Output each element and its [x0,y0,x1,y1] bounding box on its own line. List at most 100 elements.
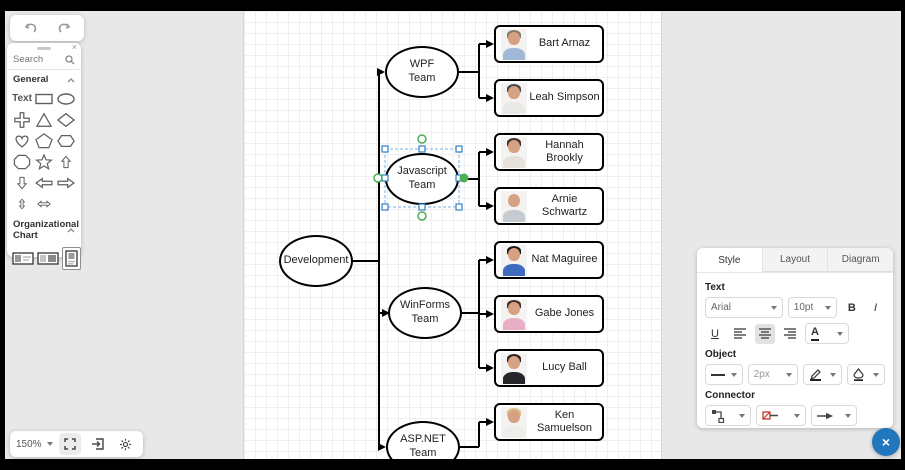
person-name: Gabe Jones [534,307,595,320]
align-left-button[interactable] [730,324,750,344]
connection-points [373,134,469,221]
line-style-dropdown[interactable] [705,364,743,385]
node-development[interactable]: Development [279,235,353,287]
person-name: Hannah Brookly [545,138,584,164]
node-label: Development [283,254,349,267]
general-shapes-grid: Text [7,88,81,215]
org-item-horizontal-icon[interactable] [12,252,34,265]
card-lucy-ball[interactable]: Lucy Ball [494,349,604,387]
card-arnie-schwartz[interactable]: Arnie Schwartz [494,187,604,225]
search-row [7,52,81,70]
tab-label: Style [718,254,741,266]
bold-button[interactable]: B [847,301,856,314]
shape-hexagon-icon[interactable] [56,132,76,150]
chevron-down-icon [794,413,800,418]
shape-arrow-vertical-icon[interactable] [12,195,32,213]
text-section-label: Text [705,282,725,293]
shape-arrow-down-icon[interactable] [12,174,32,192]
person-photo [501,244,527,276]
zoom-level-dropdown[interactable]: 150% [16,439,53,450]
shape-arrow-left-icon[interactable] [34,174,54,192]
section-general[interactable]: General [7,70,81,88]
card-nat-maguiree[interactable]: Nat Maguiree [494,241,604,279]
node-label: Javascript Team [397,165,447,191]
underline-button[interactable]: U [711,327,719,340]
resize-handles [381,145,463,211]
card-leah-simpson[interactable]: Leah Simpson [494,79,604,117]
node-wpf-team[interactable]: WPF Team [385,46,459,98]
line-end-style-dropdown[interactable] [811,405,857,426]
person-name: Leah Simpson [529,91,600,104]
card-gabe-jones[interactable]: Gabe Jones [494,295,604,333]
node-winforms-team[interactable]: WinForms Team [388,287,462,339]
line-begin-style-dropdown[interactable] [756,405,806,426]
redo-icon [58,23,70,33]
fit-to-screen-button[interactable] [58,433,81,455]
line-width-dropdown[interactable]: 2px [747,364,798,385]
org-item-horizontal-alt-icon[interactable] [37,252,59,265]
align-right-icon [784,328,796,339]
shape-star-icon[interactable] [34,153,54,171]
shape-text[interactable]: Text [12,90,32,108]
card-ken-samuelson[interactable]: Ken Samuelson [494,403,604,441]
node-aspnet-team[interactable]: ASP.NET Team [386,421,460,459]
italic-button[interactable]: I [874,301,878,314]
font-size-dropdown[interactable]: 10pt [787,297,838,318]
shape-pentagon-icon[interactable] [34,132,54,150]
close-panel-button[interactable]: × [872,428,900,456]
chevron-down-icon [739,413,745,418]
chevron-down-icon [825,305,832,310]
drag-handle-icon[interactable] [37,47,51,50]
fill-color-dropdown[interactable] [847,364,885,385]
stroke-color-dropdown[interactable] [802,364,843,385]
align-right-button[interactable] [780,324,800,344]
shape-cross-icon[interactable] [12,111,32,129]
org-item-vertical-icon[interactable] [62,246,81,270]
export-button[interactable] [87,433,109,455]
card-hannah-brookly[interactable]: Hannah Brookly [494,133,604,171]
font-color-dropdown[interactable]: A [805,323,849,344]
format-tabs: Style Layout Diagram [697,248,893,273]
chevron-up-icon[interactable] [67,78,75,83]
shape-arrow-right-icon[interactable] [56,174,76,192]
shapes-panel-header[interactable]: × [7,42,81,52]
chevron-down-icon [46,442,53,446]
settings-button[interactable] [115,433,137,455]
font-family-dropdown[interactable]: Arial [705,297,783,318]
redo-button[interactable] [52,17,74,39]
person-name: Ken Samuelson [536,408,593,434]
node-javascript-team[interactable]: Javascript Team [385,153,459,205]
align-center-icon [759,328,771,339]
object-section-label: Object [705,349,737,360]
shapes-panel-close-icon[interactable]: × [71,42,77,52]
diagram-canvas[interactable]: Development WPF Team Javascript Team Win… [243,11,662,459]
shape-triangle-icon[interactable] [34,111,54,129]
shape-ellipse-icon[interactable] [56,90,76,108]
tab-layout[interactable]: Layout [761,248,828,272]
align-center-button[interactable] [755,323,775,344]
person-name: Lucy Ball [542,361,587,374]
shape-arrow-horizontal-icon[interactable] [34,195,54,213]
undo-button[interactable] [21,17,43,39]
tab-style[interactable]: Style [697,248,762,272]
close-icon: × [881,434,891,450]
connector-lines[interactable] [244,11,662,459]
person-photo [501,136,527,168]
shape-diamond-icon[interactable] [56,111,76,129]
connector-type-dropdown[interactable] [705,405,751,426]
chevron-down-icon [837,331,843,336]
section-general-label: General [13,74,49,85]
shape-rectangle-icon[interactable] [34,90,54,108]
chevron-up-icon[interactable] [67,228,75,233]
undo-icon [24,23,36,33]
diagram-app: Development WPF Team Javascript Team Win… [5,11,901,459]
search-input[interactable] [13,54,65,65]
node-label: ASP.NET Team [400,433,446,459]
tab-diagram[interactable]: Diagram [827,248,893,272]
section-org-chart[interactable]: Organizational Chart [7,215,81,244]
card-bart-arnaz[interactable]: Bart Arnaz [494,25,604,63]
selection-overlay[interactable] [244,11,662,459]
shape-arrow-up-icon[interactable] [56,153,76,171]
shape-heart-icon[interactable] [12,132,32,150]
shape-octagon-icon[interactable] [12,153,32,171]
